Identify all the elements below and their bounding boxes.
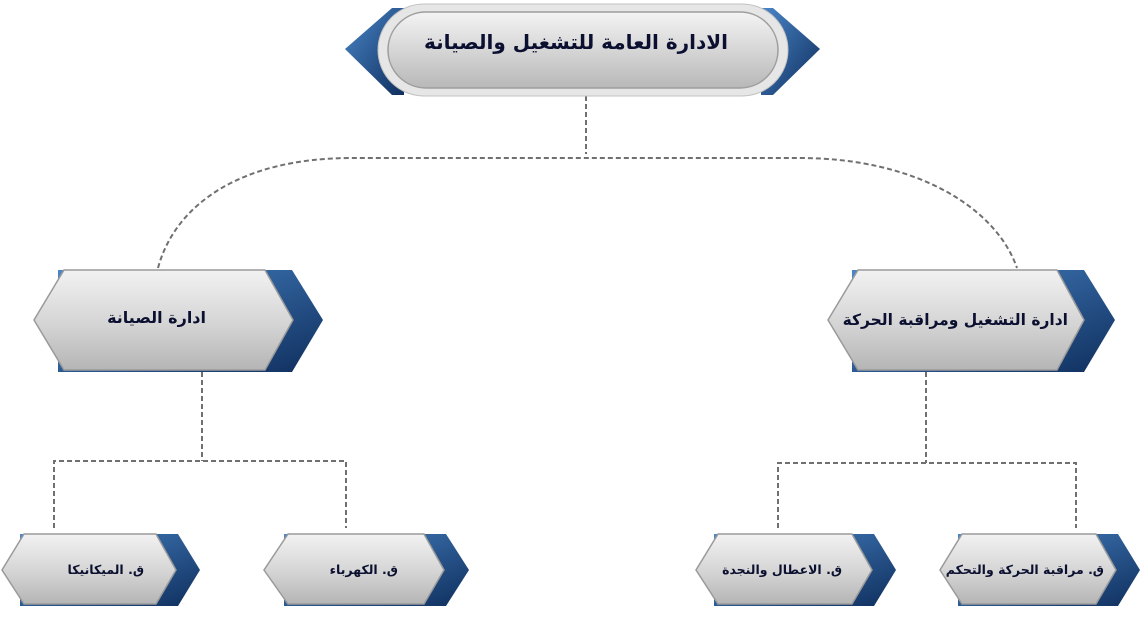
section-node-mech xyxy=(1,533,200,606)
root-node-body xyxy=(387,11,779,89)
section-node-rescue-label: ق. الاعطال والنجدة xyxy=(722,562,842,577)
section-node-rescue xyxy=(695,533,896,606)
dept-node-maint-label: ادارة الصيانة xyxy=(107,308,206,327)
maint-branch-connector xyxy=(53,460,347,528)
section-node-ctrl-body xyxy=(939,533,1117,605)
dept-node-maint xyxy=(33,269,323,372)
dept-node-ops-body xyxy=(827,269,1085,371)
ops-branch-connector xyxy=(777,462,1077,528)
root-node-label: الادارة العامة للتشغيل والصيانة xyxy=(423,30,728,54)
connectors xyxy=(53,96,1077,528)
section-node-rescue-body xyxy=(695,533,873,605)
section-node-elec xyxy=(263,533,469,606)
section-node-mech-label: ق. الميكانيكا xyxy=(67,562,144,577)
section-node-elec-body xyxy=(263,533,445,605)
section-node-elec-label: ق. الكهرباء xyxy=(329,562,398,577)
section-node-mech-body xyxy=(1,533,177,605)
section-node-ctrl-label: ق. مراقبة الحركة والتحكم xyxy=(945,562,1104,577)
dept-node-maint-body xyxy=(33,269,294,371)
root-arc-connector xyxy=(157,157,1018,269)
dept-node-ops-label: ادارة التشغيل ومراقبة الحركة xyxy=(842,311,1068,329)
root-node xyxy=(345,3,820,97)
dept-node-ops xyxy=(827,269,1115,372)
section-node-ctrl xyxy=(939,533,1140,606)
